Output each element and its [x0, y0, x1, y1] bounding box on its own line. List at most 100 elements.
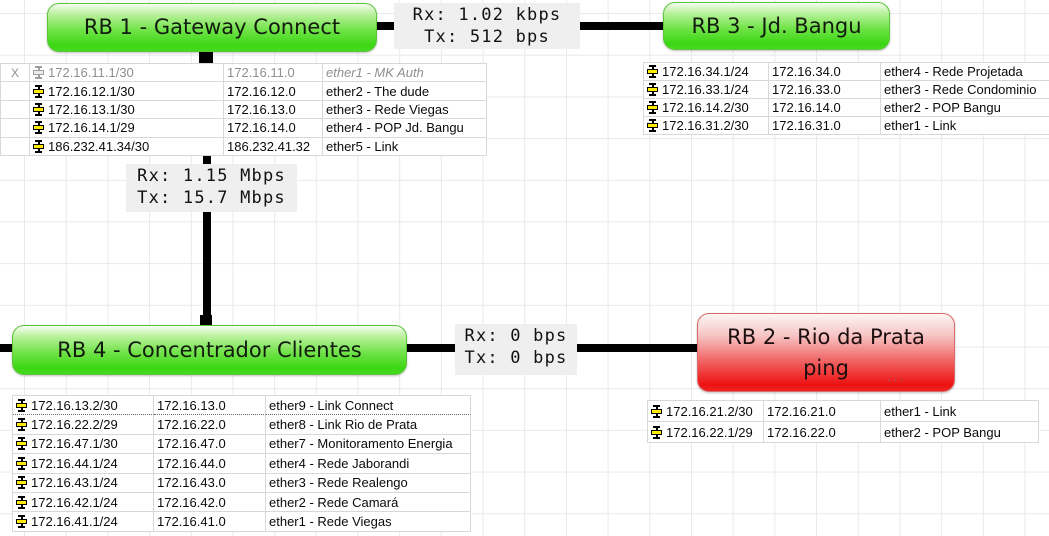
network-cell: 172.16.22.0 [764, 422, 881, 443]
device-label: RB 4 - Concentrador Clientes [57, 337, 362, 362]
rx-rate: Rx: 1.02 kbps [412, 5, 562, 25]
interface-address-cell: 172.16.41.1/24 [13, 512, 154, 532]
interface-address-cell: 186.232.41.34/30 [30, 137, 224, 156]
interface-address: 172.16.12.1/30 [48, 83, 135, 99]
removed-mark [1, 137, 30, 156]
interface-address-cell: 172.16.33.1/24 [644, 81, 769, 99]
interface-address: 172.16.31.2/30 [662, 118, 749, 133]
interface-name-cell: ether9 - Link Connect [266, 396, 471, 416]
interface-icon [16, 515, 27, 529]
interface-icon [651, 425, 662, 439]
device-node-rb1[interactable]: RB 1 - Gateway Connect [47, 3, 377, 52]
network-cell: 172.16.31.0 [769, 117, 881, 135]
interface-icon [647, 83, 658, 96]
truncation-dots: ... [888, 372, 907, 384]
interface-icon [647, 119, 658, 132]
interface-icon [16, 398, 27, 412]
tx-rate: Tx: 512 bps [424, 27, 550, 47]
interface-address: 172.16.11.1/30 [48, 65, 134, 81]
interface-name-cell: ether7 - Monitoramento Energia [266, 434, 471, 455]
interface-icon [16, 456, 27, 470]
device-node-rb4[interactable]: RB 4 - Concentrador Clientes [12, 325, 407, 375]
interface-address: 172.16.13.2/30 [31, 397, 118, 413]
device-node-rb2[interactable]: RB 2 - Rio da Prata ping [697, 313, 955, 392]
network-cell: 172.16.13.0 [154, 396, 266, 416]
network-cell: 172.16.21.0 [764, 401, 881, 422]
interface-name-cell: ether3 - Rede Condominio [881, 81, 1049, 99]
device-label: RB 1 - Gateway Connect [83, 15, 341, 39]
network-cell: 172.16.22.0 [154, 415, 266, 435]
rx-rate: Rx: 1.15 Mbps [137, 166, 286, 186]
interface-address-cell: 172.16.13.2/30 [13, 396, 154, 416]
interface-icon [651, 404, 662, 418]
interface-address-cell: 172.16.11.1/30 [30, 64, 224, 83]
removed-mark [1, 82, 30, 101]
interface-address-cell: 172.16.47.1/30 [13, 434, 154, 455]
network-cell: 172.16.44.0 [154, 454, 266, 474]
interface-address-cell: 172.16.31.2/30 [644, 117, 769, 135]
interface-name-cell: ether1 - Link [881, 401, 1039, 422]
interface-icon [16, 437, 27, 451]
traffic-label-rb1-rb3[interactable]: Rx: 1.02 kbps Tx: 512 bps [394, 3, 580, 49]
network-cell: 172.16.41.0 [154, 512, 266, 532]
network-cell: 172.16.13.0 [224, 100, 323, 120]
interface-address-cell: 172.16.42.1/24 [13, 492, 154, 513]
interface-name-cell: ether4 - Rede Jaborandi [266, 454, 471, 474]
interface-icon [647, 101, 658, 114]
network-cell: 172.16.47.0 [154, 434, 266, 455]
interface-address: 172.16.22.2/29 [31, 417, 118, 433]
device-node-rb3[interactable]: RB 3 - Jd. Bangu [663, 2, 890, 50]
interface-name-cell: ether2 - POP Bangu [881, 99, 1049, 117]
interface-address: 172.16.14.2/30 [662, 100, 749, 115]
traffic-label-rb1-rb4[interactable]: Rx: 1.15 Mbps Tx: 15.7 Mbps [126, 164, 297, 212]
interface-address: 172.16.44.1/24 [31, 455, 118, 471]
interface-address: 172.16.13.1/30 [48, 101, 135, 117]
interface-name-cell: ether4 - Rede Projetada [881, 63, 1049, 81]
interface-icon [647, 65, 658, 78]
interface-icon [33, 139, 44, 153]
network-cell: 172.16.34.0 [769, 63, 881, 81]
network-cell: 172.16.14.0 [769, 99, 881, 117]
interface-address: 172.16.22.1/29 [666, 424, 753, 440]
interface-address: 172.16.43.1/24 [31, 475, 118, 491]
interface-address: 172.16.21.2/30 [666, 403, 753, 419]
traffic-label-rb4-rb2[interactable]: Rx: 0 bps Tx: 0 bps [455, 324, 577, 375]
interface-address: 172.16.33.1/24 [662, 82, 749, 97]
interface-icon [33, 102, 44, 116]
interface-address: 172.16.42.1/24 [31, 494, 118, 510]
interface-address-cell: 172.16.34.1/24 [644, 63, 769, 81]
removed-mark [1, 119, 30, 138]
rx-rate: Rx: 0 bps [464, 326, 568, 346]
interface-name-cell: ether2 - The dude [323, 82, 487, 101]
interface-name-cell: ether2 - Rede Camará [266, 492, 471, 513]
interface-name-cell: ether3 - Rede Realengo [266, 473, 471, 493]
tx-rate: Tx: 0 bps [464, 348, 568, 368]
interface-name-cell: ether1 - Link [881, 117, 1049, 135]
network-cell: 172.16.14.0 [224, 119, 323, 138]
interface-name-cell: ether1 - MK Auth [323, 64, 487, 83]
interface-address: 172.16.41.1/24 [31, 514, 118, 530]
